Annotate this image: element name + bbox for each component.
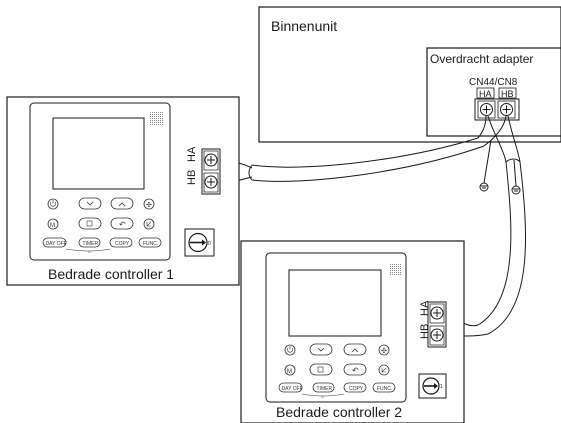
power-icon[interactable] — [284, 344, 296, 356]
controller-1-terminal-hb-label: HB — [186, 170, 198, 185]
controller-2-caption: Bedrade controller 2 — [276, 404, 402, 420]
switch-1-value: 0 — [208, 241, 211, 247]
day-off-label: DAY OFF — [282, 386, 303, 392]
adapter-terminal-block — [474, 98, 520, 121]
day-off-button[interactable] — [278, 382, 303, 393]
down-button[interactable] — [78, 197, 102, 210]
chevron-up-icon — [118, 202, 126, 207]
fan-icon: ✣ — [146, 201, 152, 209]
controller-2-terminal-block — [427, 301, 447, 348]
down-button[interactable] — [309, 343, 333, 356]
ground-icon — [479, 139, 492, 192]
copy-label: COPY — [349, 386, 364, 392]
controller-1-caption: Bedrade controller 1 — [48, 266, 174, 282]
confirm-icon — [317, 366, 324, 373]
day-off-label: DAY OFF — [46, 241, 67, 247]
fan-icon: ✣ — [381, 347, 387, 355]
chevron-down-icon — [86, 201, 94, 206]
chevron-up-icon — [351, 348, 359, 353]
fan-button[interactable] — [378, 344, 390, 356]
day-off-button[interactable] — [42, 237, 67, 248]
func-label: FUNC. — [143, 241, 158, 247]
wired-controller-2: ✣ M ↶ DAY OFF TIMER COPY FUNC. ⌂ HA HB — [240, 240, 465, 423]
power-icon[interactable] — [47, 198, 59, 210]
swing-icon — [146, 221, 152, 227]
mode-button[interactable] — [284, 364, 296, 376]
func-button[interactable] — [372, 382, 396, 393]
adapter-terminal-hb-label: HB — [501, 89, 514, 99]
mode-icon: M — [50, 223, 55, 229]
copy-button[interactable] — [109, 237, 133, 248]
fan-button[interactable] — [143, 198, 155, 210]
func-label: FUNC. — [377, 386, 392, 392]
back-icon: ↶ — [352, 366, 359, 375]
wired-controller-1: ✣ M ↶ DAY OFF TIMER COPY FUNC. ⌂ HA HB — [6, 96, 240, 286]
chevron-down-icon — [317, 347, 325, 352]
adapter-connector-label: CN44/CN8 — [469, 77, 518, 88]
timer-label: TIMER — [83, 241, 99, 247]
copy-label: COPY — [115, 241, 130, 247]
back-icon: ↶ — [119, 220, 126, 229]
timer-label: TIMER — [317, 386, 333, 392]
indoor-unit-title: Binnenunit — [271, 18, 337, 34]
func-button[interactable] — [138, 237, 162, 248]
timer-button[interactable] — [312, 382, 335, 393]
confirm-button[interactable] — [309, 363, 333, 376]
address-switch-2[interactable]: 1 — [418, 373, 447, 399]
ground-icon — [511, 159, 521, 195]
transfer-adapter: Overdracht adapter CN44/CN8 HA HB — [426, 47, 561, 137]
switch-2-value: 1 — [440, 384, 443, 390]
swing-icon — [381, 367, 387, 373]
adapter-terminal-ha-label: HA — [479, 89, 492, 99]
copy-button[interactable] — [343, 382, 367, 393]
lock-icon: ⌂ — [88, 249, 91, 255]
timer-button[interactable] — [78, 237, 101, 248]
back-button[interactable] — [343, 363, 367, 376]
back-button[interactable] — [110, 217, 134, 230]
lock-icon: ⌂ — [321, 394, 324, 400]
address-switch-1[interactable]: 0 — [184, 228, 215, 257]
controller-1-terminal-block — [201, 148, 221, 195]
mode-button[interactable] — [47, 218, 59, 230]
mode-icon: M — [287, 369, 292, 375]
adapter-title: Overdracht adapter — [430, 52, 533, 66]
controller-1-terminal-ha-label: HA — [186, 146, 198, 162]
confirm-button[interactable] — [78, 217, 102, 230]
confirm-icon — [86, 220, 93, 227]
